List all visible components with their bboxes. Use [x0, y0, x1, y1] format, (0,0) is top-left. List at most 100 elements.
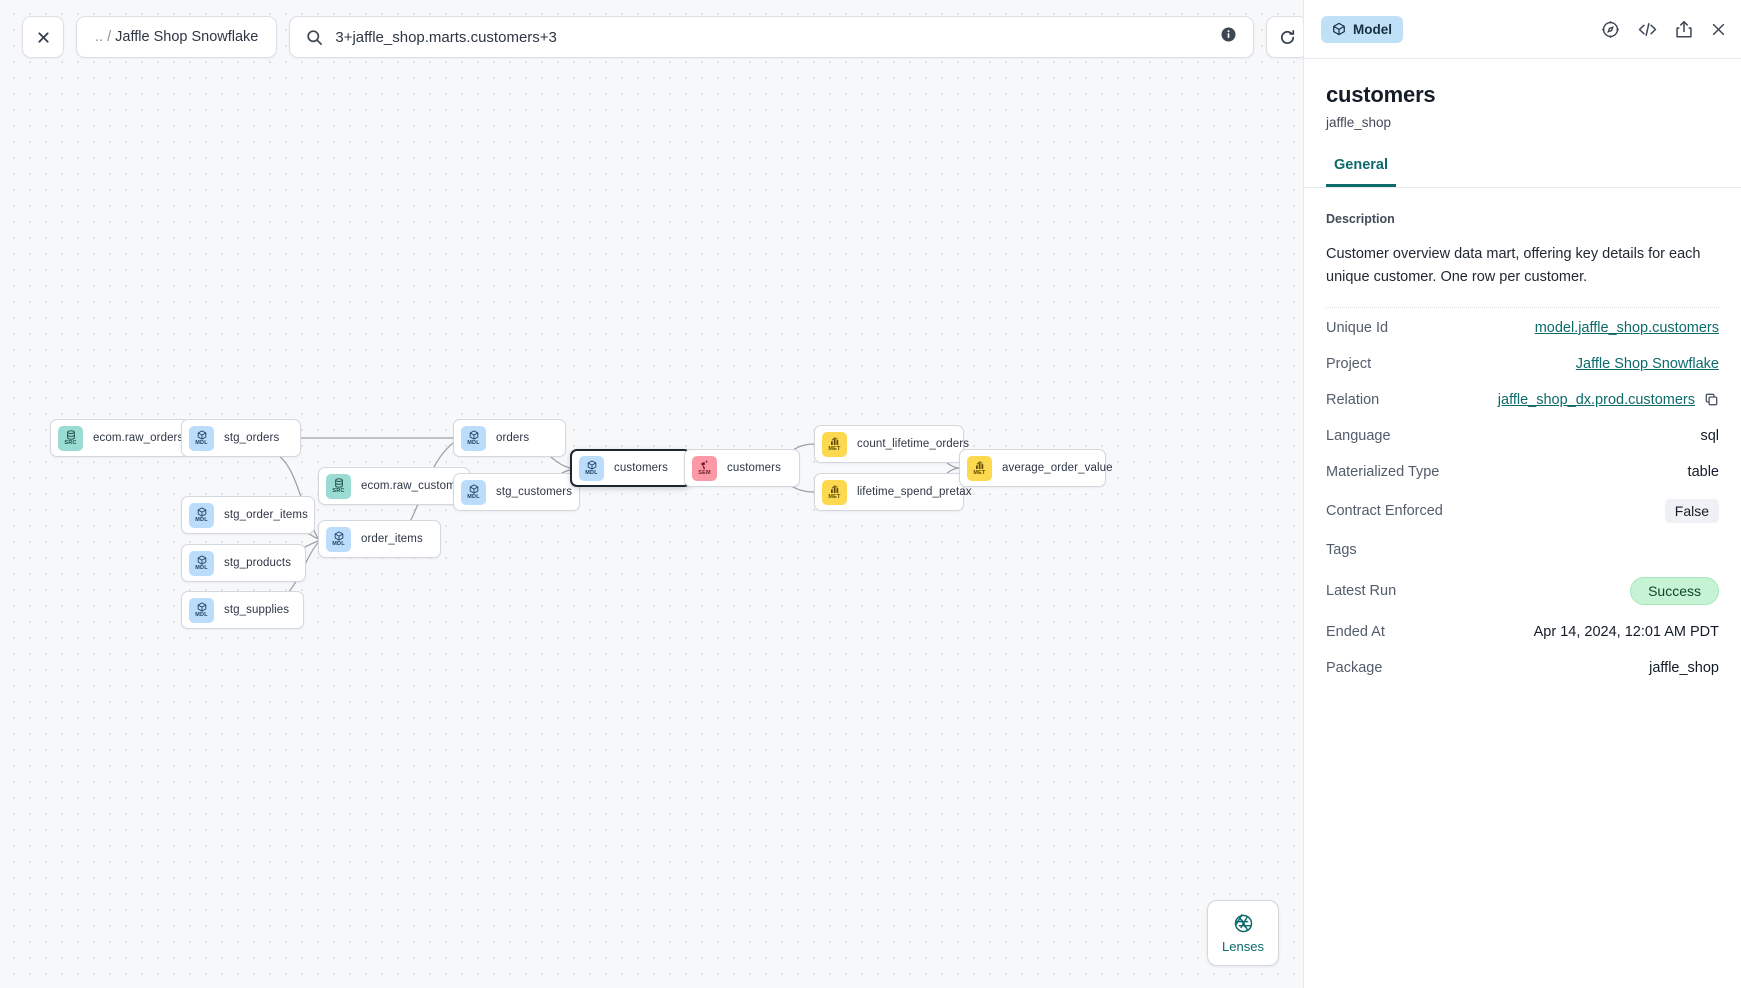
compass-icon[interactable] — [1601, 20, 1620, 39]
detail-row: Project Jaffle Shop Snowflake — [1326, 346, 1719, 382]
detail-row-key: Materialized Type — [1326, 463, 1440, 480]
detail-row-key: Project — [1326, 355, 1372, 372]
graph-node-stg_products[interactable]: MDL stg_products — [181, 544, 306, 582]
mdl-badge-icon: MDL — [189, 550, 214, 576]
src-badge-icon: SRC — [326, 473, 351, 499]
graph-node-label: stg_customers — [496, 486, 573, 498]
cube-icon — [1333, 22, 1345, 36]
search-input[interactable] — [335, 28, 1209, 46]
refresh-button[interactable] — [1266, 16, 1303, 58]
description-text: Customer overview data mart, offering ke… — [1326, 243, 1719, 308]
detail-row-key: Unique Id — [1326, 319, 1389, 336]
detail-row-value: Apr 14, 2024, 12:01 AM PDT — [1533, 623, 1719, 640]
graph-node-label: orders — [496, 432, 530, 444]
detail-row-link[interactable]: model.jaffle_shop.customers — [1534, 319, 1719, 336]
code-icon[interactable] — [1637, 20, 1658, 39]
detail-row-key: Latest Run — [1326, 582, 1397, 599]
mdl-badge-icon: MDL — [326, 526, 351, 552]
tab-general[interactable]: General — [1326, 157, 1396, 187]
lineage-search-bar[interactable] — [289, 16, 1255, 58]
mdl-badge-icon: MDL — [461, 479, 486, 505]
graph-node-label: count_lifetime_orders — [857, 438, 970, 450]
page-subtitle: jaffle_shop — [1326, 115, 1392, 130]
detail-panel-body: Description Customer overview data mart,… — [1304, 188, 1741, 988]
page-title: customers — [1326, 82, 1436, 107]
detail-row-value: jaffle_shop_dx.prod.customers — [1498, 392, 1719, 408]
panel-action-icons — [1601, 20, 1727, 39]
graph-node-label: ecom.raw_orders — [93, 432, 184, 444]
node-type-chip[interactable]: Model — [1321, 15, 1403, 43]
detail-panel-header: Model — [1304, 0, 1741, 59]
description-label: Description — [1326, 212, 1395, 226]
graph-node-label: stg_orders — [224, 432, 280, 444]
detail-row-key: Tags — [1326, 541, 1357, 558]
sem-badge-icon: SEM — [692, 455, 717, 481]
mdl-badge-icon: MDL — [189, 597, 214, 623]
graph-node-label: average_order_value — [1002, 462, 1113, 474]
detail-row-value: False — [1664, 498, 1719, 523]
detail-row: Language sql — [1326, 418, 1719, 454]
graph-node-label: stg_supplies — [224, 604, 290, 616]
graph-node-label: stg_order_items — [224, 509, 308, 521]
copy-icon[interactable] — [1704, 392, 1719, 407]
lineage-canvas[interactable]: .. / Jaffle Shop Snowflake — [0, 0, 1303, 988]
detail-row: Materialized Type table — [1326, 454, 1719, 490]
refresh-icon — [1280, 29, 1294, 44]
graph-node-stg_orders[interactable]: MDL stg_orders — [181, 419, 301, 457]
breadcrumb[interactable]: .. / Jaffle Shop Snowflake — [76, 16, 278, 58]
graph-node-label: stg_products — [224, 557, 292, 569]
met-badge-icon: MET — [822, 479, 847, 505]
met-badge-icon: MET — [822, 431, 847, 457]
aperture-icon — [1234, 913, 1252, 932]
lenses-label: Lenses — [1222, 938, 1264, 954]
canvas-toolbar: .. / Jaffle Shop Snowflake — [22, 16, 1303, 58]
breadcrumb-separator: / — [107, 29, 112, 45]
detail-row-key: Ended At — [1326, 623, 1385, 640]
detail-row-value: sql — [1700, 427, 1719, 444]
info-icon[interactable] — [1220, 26, 1237, 48]
close-icon[interactable] — [1710, 21, 1727, 38]
detail-row: Package jaffle_shop — [1326, 650, 1719, 686]
detail-row-key: Package — [1326, 659, 1383, 676]
mdl-badge-icon: MDL — [189, 425, 214, 451]
graph-node-order_items[interactable]: MDL order_items — [318, 520, 441, 558]
detail-row-link[interactable]: jaffle_shop_dx.prod.customers — [1497, 391, 1695, 408]
graph-node-label: customers — [614, 462, 668, 474]
lineage-edges — [142, 437, 960, 611]
mdl-badge-icon: MDL — [579, 455, 604, 481]
close-lineage-button[interactable] — [22, 16, 64, 58]
share-icon[interactable] — [1675, 20, 1693, 39]
graph-node-count_lifetime_orders[interactable]: MET count_lifetime_orders — [814, 425, 969, 463]
breadcrumb-project: Jaffle Shop Snowflake — [115, 29, 259, 45]
detail-row-value: jaffle_shop — [1649, 659, 1719, 676]
detail-row: Contract Enforced False — [1326, 490, 1719, 532]
graph-node-label: order_items — [361, 533, 423, 545]
detail-row-value: table — [1687, 463, 1719, 480]
detail-row: Relation jaffle_shop_dx.prod.customers — [1326, 382, 1719, 418]
mdl-badge-icon: MDL — [461, 425, 486, 451]
lenses-button[interactable]: Lenses — [1207, 900, 1279, 966]
close-icon — [37, 31, 49, 43]
detail-row-key: Language — [1326, 427, 1391, 444]
detail-row-link[interactable]: Jaffle Shop Snowflake — [1575, 355, 1719, 372]
breadcrumb-prefix: .. — [95, 29, 104, 45]
graph-node-stg_supplies[interactable]: MDL stg_supplies — [181, 591, 304, 629]
graph-node-orders[interactable]: MDL orders — [453, 419, 566, 457]
graph-node-customers_model[interactable]: MDL customers — [570, 449, 691, 487]
detail-row: Unique Id model.jaffle_shop.customers — [1326, 310, 1719, 346]
detail-row: Tags — [1326, 532, 1719, 568]
detail-row-key: Contract Enforced — [1326, 502, 1443, 519]
detail-panel-title-block: customers jaffle_shop — [1304, 59, 1741, 130]
graph-node-stg_customers[interactable]: MDL stg_customers — [453, 473, 580, 511]
detail-row-key: Relation — [1326, 391, 1380, 408]
